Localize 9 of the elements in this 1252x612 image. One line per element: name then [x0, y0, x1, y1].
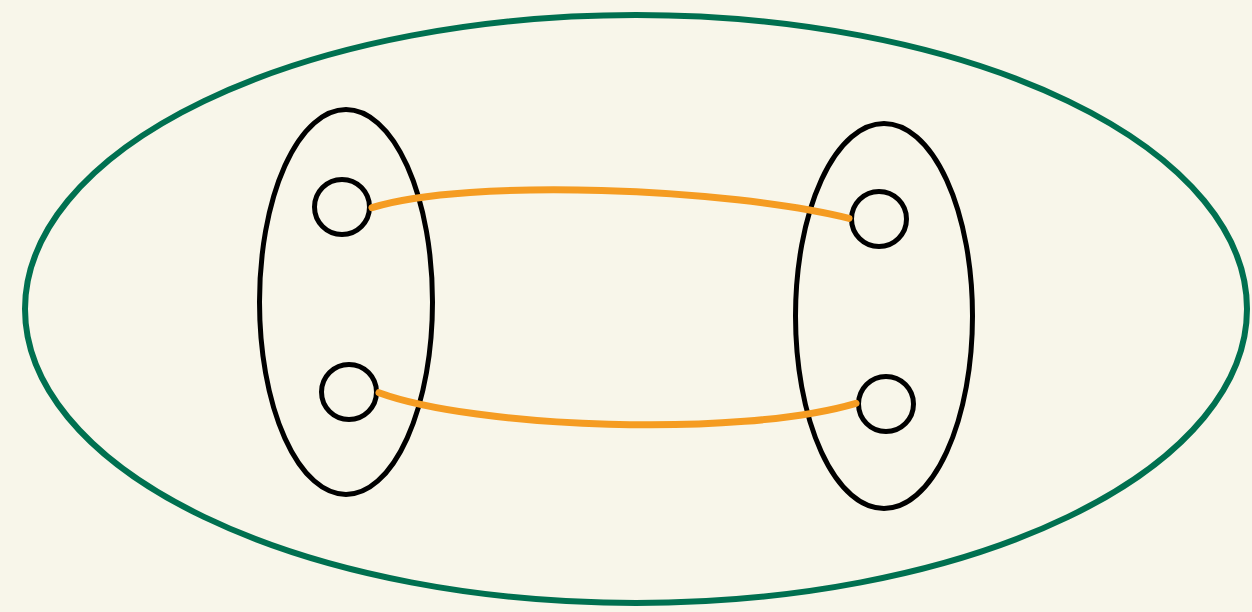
group-ellipse	[257, 107, 435, 497]
connector-line	[375, 389, 860, 429]
connector-line	[368, 186, 853, 222]
element-circle	[849, 189, 909, 249]
outer-ellipse	[22, 12, 1250, 606]
group-ellipse	[793, 121, 975, 511]
element-circle	[319, 362, 379, 422]
element-circle	[312, 177, 372, 237]
element-circle	[856, 374, 916, 434]
